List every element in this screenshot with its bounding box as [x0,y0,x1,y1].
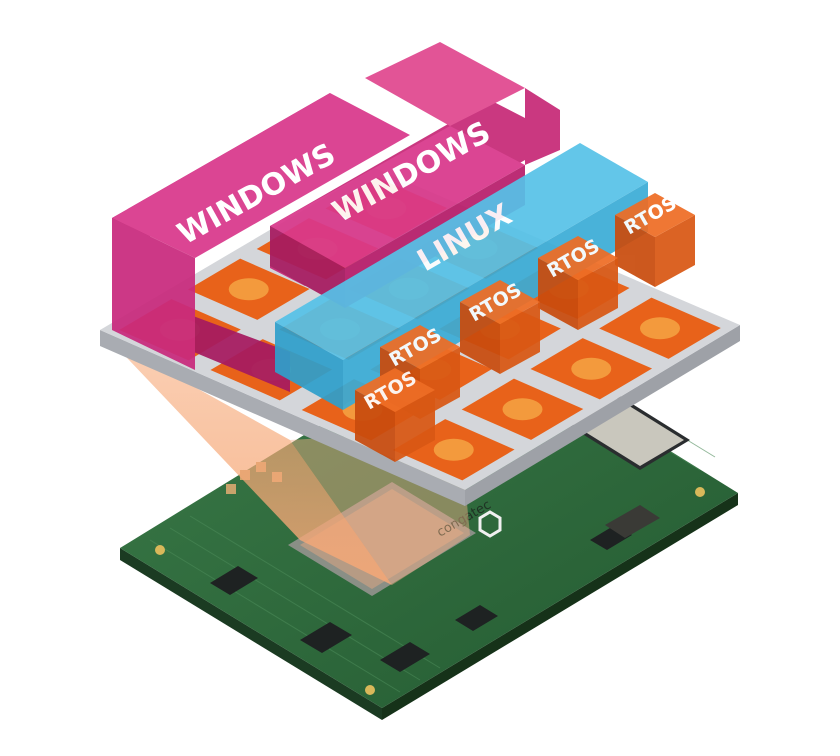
platform-tile-core [502,398,543,421]
board-inductor [605,505,660,538]
windows-block-left [112,93,410,392]
platform-tile-core [571,357,612,380]
rtos-block: RTOS [460,279,540,374]
board-chip [455,605,498,631]
hexagon-logo-icon [478,510,502,538]
board-chip [210,566,258,595]
board-component [226,484,236,494]
mounting-hole [695,487,705,497]
board-chip [380,642,430,672]
board-chip [300,622,352,653]
platform-tile-core [228,278,269,301]
platform-tile-core [640,317,680,340]
rtos-block: RTOS [355,367,435,462]
projection-beam [110,340,392,585]
mounting-hole [155,545,165,555]
platform-tile-core [433,438,474,461]
mounting-hole [365,685,375,695]
